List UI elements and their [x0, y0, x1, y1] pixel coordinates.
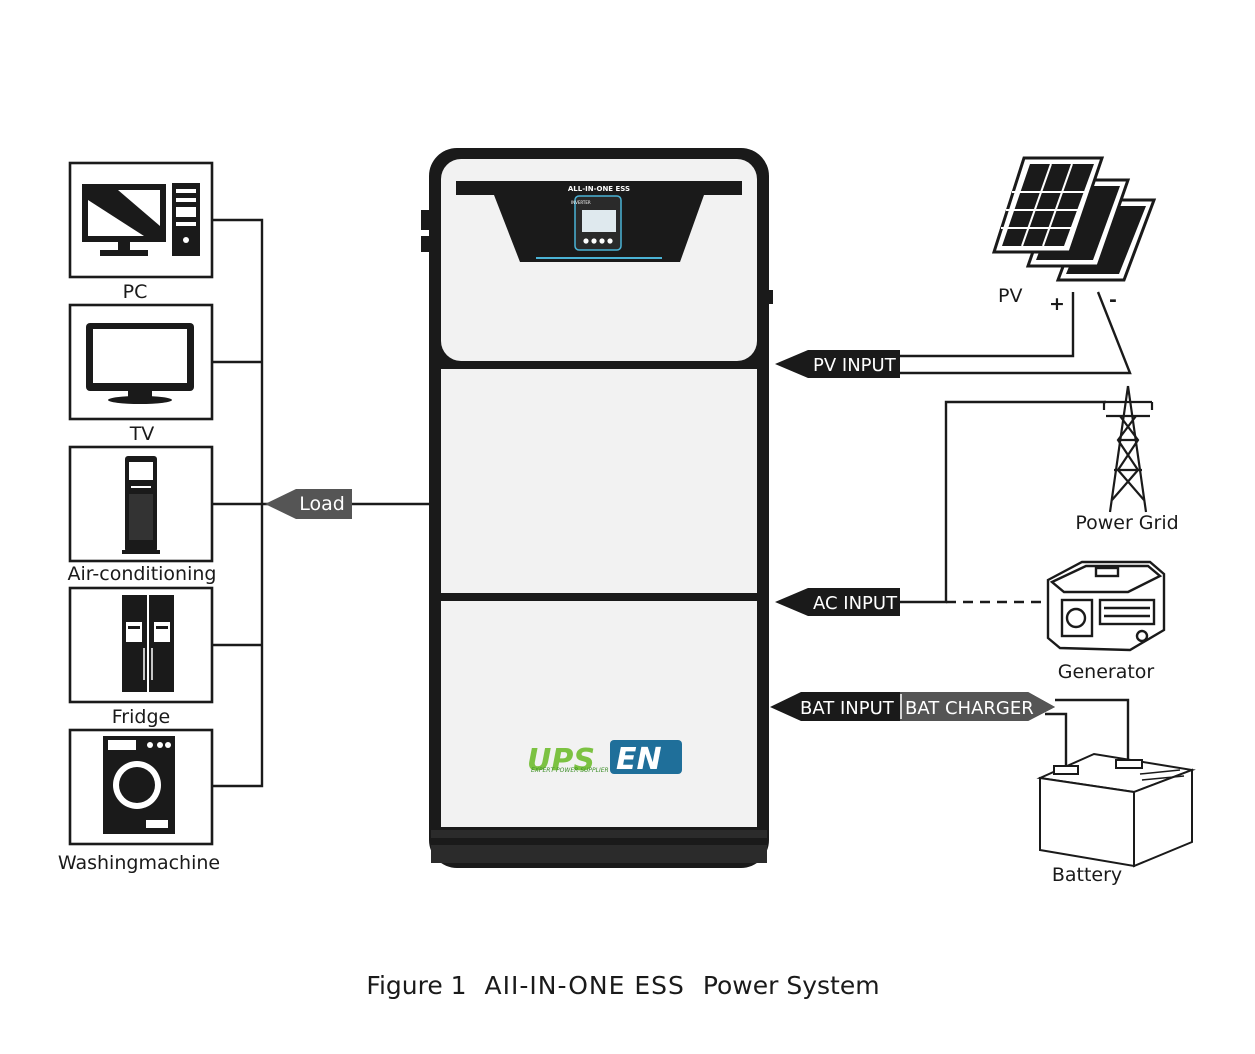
logo-tagline: EXPERT POWER SUPPLIER	[531, 767, 609, 774]
power-grid-label: Power Grid	[1075, 512, 1178, 534]
load-arrow-label: Load	[299, 493, 345, 515]
load-air-conditioning: Air-conditioning	[68, 445, 217, 585]
logo-ups: UPS	[527, 743, 595, 778]
bat-arrow: BAT INPUT BAT CHARGER	[770, 692, 1055, 721]
caption-system: AII-IN-ONE ESS	[485, 971, 685, 1000]
air-conditioner-icon	[122, 456, 160, 554]
load-air-conditioning-label: Air-conditioning	[68, 563, 217, 585]
source-wiring	[900, 291, 1132, 772]
pv-input-label: PV INPUT	[813, 355, 897, 376]
ess-screen-label: INVERTER	[571, 200, 591, 205]
caption-prefix: Figure 1	[366, 971, 466, 1000]
ess-control-panel: ALL-IN-ONE ESS INVERTER	[456, 181, 742, 262]
load-washingmachine-label: Washingmachine	[58, 852, 220, 874]
generator-label: Generator	[1058, 661, 1155, 683]
ac-input-arrow: AC INPUT	[775, 588, 900, 616]
ess-cabinet: ALL-IN-ONE ESS INVERTER UPS EN EXPERT PO…	[421, 148, 773, 868]
pv-label: PV	[998, 285, 1022, 307]
load-pc-label: PC	[123, 281, 148, 303]
ac-input-label: AC INPUT	[813, 593, 898, 614]
bat-input-label: BAT INPUT	[800, 698, 895, 719]
load-arrow: Load	[265, 489, 352, 519]
tv-icon	[86, 323, 194, 404]
bat-charger-label: BAT CHARGER	[905, 698, 1034, 719]
power-grid-tower-icon	[1102, 385, 1154, 513]
figure-caption: Figure 1 AII-IN-ONE ESS Power System	[366, 971, 879, 1000]
upsen-logo: UPS EN EXPERT POWER SUPPLIER	[527, 740, 682, 778]
load-tv: TV	[68, 303, 214, 445]
load-washingmachine: Washingmachine	[58, 728, 220, 874]
load-pc: PC	[68, 161, 214, 303]
pv-panels: PV + -	[991, 156, 1157, 315]
pv-input-arrow: PV INPUT	[775, 350, 900, 378]
battery-icon	[1036, 752, 1196, 868]
pc-icon	[82, 183, 200, 256]
washing-machine-icon	[103, 736, 175, 834]
ess-panel-title: ALL-IN-ONE ESS	[568, 185, 630, 193]
fridge-icon	[122, 595, 174, 692]
pv-minus-label: -	[1109, 289, 1117, 311]
generator-icon	[1046, 560, 1166, 652]
caption-suffix: Power System	[703, 971, 880, 1000]
battery-label: Battery	[1052, 864, 1122, 886]
load-fridge-label: Fridge	[112, 706, 170, 728]
load-fridge: Fridge	[68, 586, 214, 728]
logo-en: EN	[616, 742, 662, 777]
pv-plus-label: +	[1049, 293, 1065, 315]
load-tv-label: TV	[129, 423, 155, 445]
